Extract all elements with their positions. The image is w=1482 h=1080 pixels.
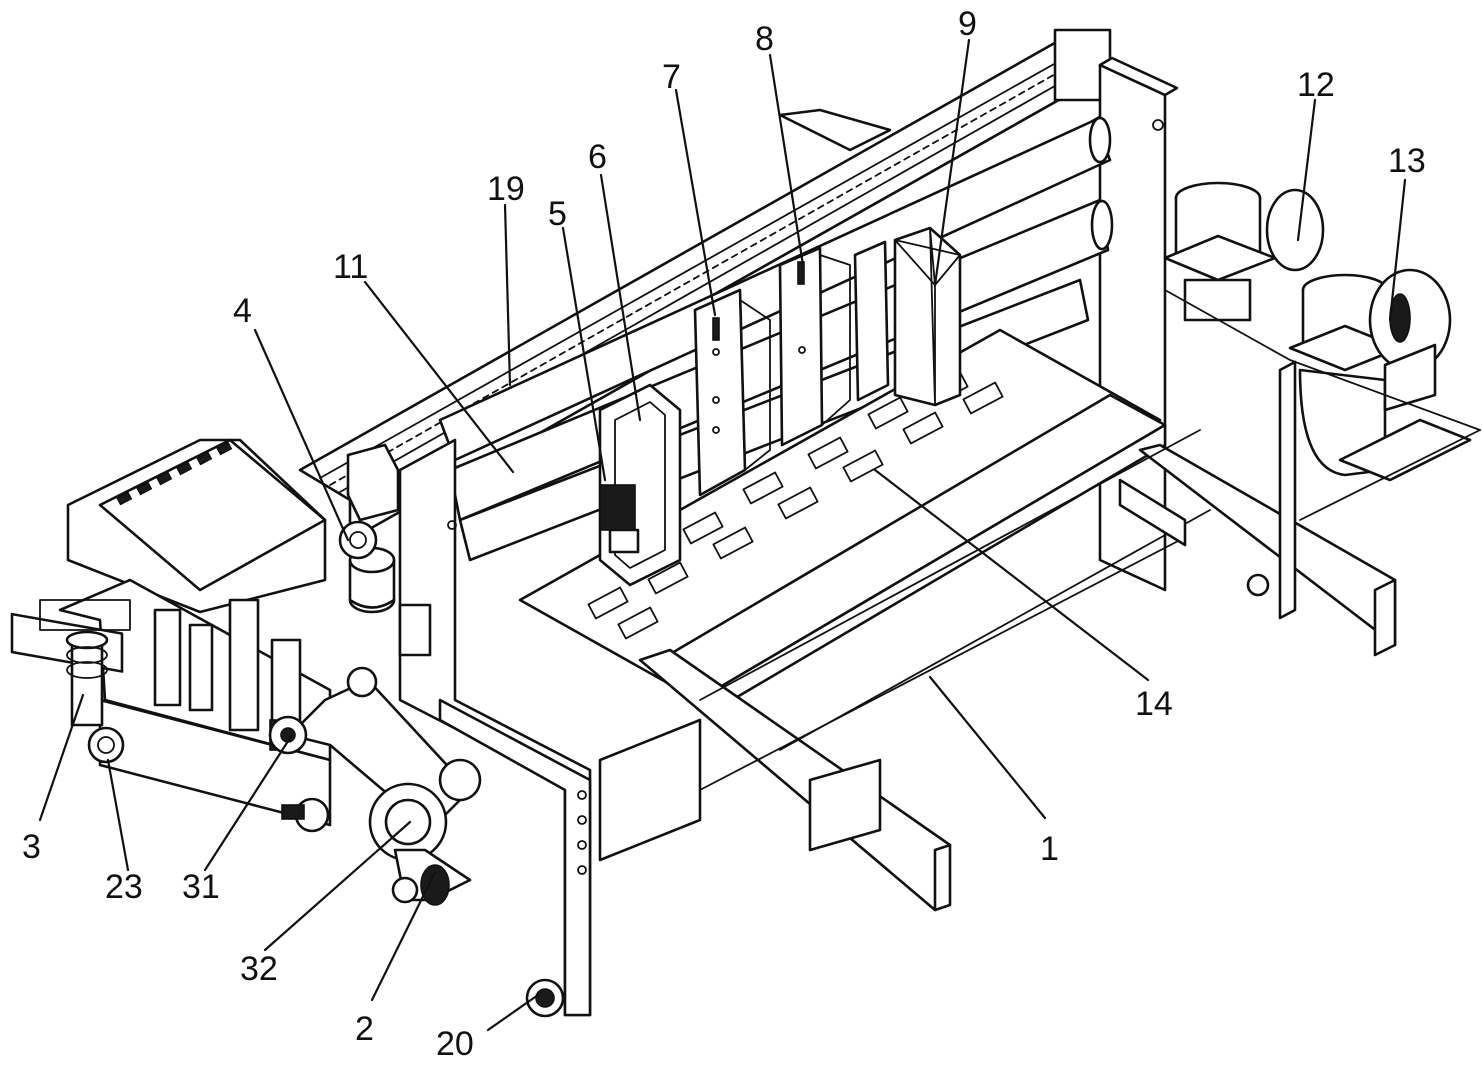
callout-14: 14 [1135, 685, 1173, 723]
callout-4: 4 [233, 292, 252, 330]
wheel-23 [87, 726, 125, 764]
leader-2 [370, 870, 437, 1002]
guide-panel-8 [778, 240, 890, 447]
leader-5 [561, 226, 607, 482]
motor-cover [66, 438, 327, 614]
leader-20 [486, 993, 540, 1032]
callout-32: 32 [240, 950, 278, 988]
guide-panel-5-6 [598, 383, 682, 587]
foot-20 [525, 978, 565, 1018]
callout-9: 9 [958, 5, 977, 43]
leader-23 [106, 758, 130, 872]
leader-11 [363, 280, 515, 474]
leader-lines [38, 38, 1407, 1032]
leader-19 [503, 203, 512, 387]
fan-13 [1288, 268, 1472, 482]
leader-31 [203, 733, 294, 872]
guide-panel-7 [693, 288, 771, 497]
callout-31: 31 [182, 868, 220, 906]
callout-6: 6 [588, 138, 607, 176]
front-side-frame [398, 438, 592, 1017]
leader-4 [253, 328, 350, 542]
leader-3 [38, 693, 85, 822]
callout-7: 7 [662, 58, 681, 96]
callout-23: 23 [105, 868, 143, 906]
callout-11: 11 [333, 248, 368, 286]
leader-32 [263, 820, 412, 952]
leader-9 [933, 38, 971, 287]
leader-12 [1296, 98, 1317, 242]
table-slots [587, 371, 1004, 640]
callout-8: 8 [755, 20, 774, 58]
hood-9 [893, 226, 962, 407]
callout-labels: 1 2 3 4 5 6 7 8 9 11 12 13 14 19 20 23 3… [22, 5, 1426, 1063]
right-frame-post [1164, 289, 1481, 620]
callout-12: 12 [1297, 66, 1335, 104]
belt-drive [268, 666, 482, 906]
leader-6 [599, 173, 642, 422]
lower-rails [598, 429, 1397, 912]
leader-8 [768, 53, 805, 267]
callout-1: 1 [1040, 830, 1059, 868]
callout-5: 5 [548, 195, 567, 233]
callout-13: 13 [1388, 142, 1426, 180]
leader-1 [928, 675, 1047, 820]
callout-3: 3 [22, 828, 41, 866]
motor-4 [338, 443, 400, 614]
left-head-frame [10, 578, 332, 827]
callout-2: 2 [355, 1010, 374, 1048]
cover-vents [116, 441, 233, 506]
callout-19: 19 [487, 170, 525, 208]
leader-7 [674, 88, 717, 317]
duct-12 [1163, 181, 1325, 322]
leader-13 [1388, 178, 1407, 322]
feed-table [518, 328, 1167, 712]
leader-14 [873, 468, 1150, 682]
callout-20: 20 [436, 1025, 474, 1063]
